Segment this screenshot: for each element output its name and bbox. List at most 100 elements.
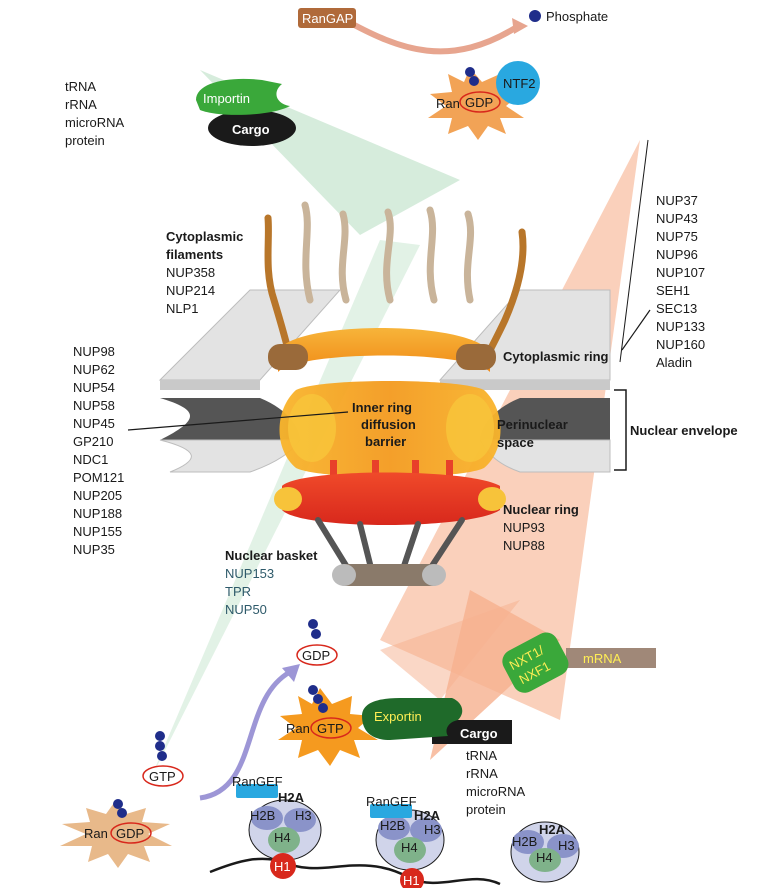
export-cargo-item: tRNA (466, 748, 497, 763)
mrna-strand (566, 648, 656, 668)
ntf2-circle (496, 61, 540, 105)
nuclear-ring-nup: NUP88 (503, 538, 545, 553)
ran-gtp-ran: Ran (286, 721, 310, 736)
export-cargo-item: protein (466, 802, 506, 817)
perinuclear-label: space (497, 435, 534, 450)
inner-ring-pointer (127, 411, 349, 431)
nuclear-envelope-label: Nuclear envelope (630, 423, 738, 438)
basket-nup: NUP50 (225, 602, 267, 617)
cytoplasmic-ring (278, 328, 490, 372)
nuclear-ring-label: Nuclear ring (503, 502, 579, 517)
cyto-ring-nup: NUP37 (656, 193, 698, 208)
gtp-free-label: GTP (149, 769, 176, 784)
histone-h2a: H2A (278, 790, 305, 805)
export-cargo-label: Cargo (460, 726, 498, 741)
ran-gdp-bottom-ran: Ran (84, 826, 108, 841)
gdp-oval-free (296, 644, 338, 666)
inner-ring-spokes (330, 460, 453, 482)
importin-shape (196, 78, 290, 115)
cyto-filaments-nup: NLP1 (166, 301, 199, 316)
cyto-filaments-nup: NUP214 (166, 283, 215, 298)
exportin-label: Exportin (374, 709, 422, 724)
inner-ring-label: Inner ring (352, 400, 412, 415)
phosphate-dot (308, 619, 318, 629)
histone-h4: H4 (401, 840, 418, 855)
perinuclear-label: Perinuclear (497, 417, 568, 432)
inner-ring (279, 381, 501, 477)
phosphate-label: Phosphate (546, 9, 608, 24)
histone-h4: H4 (274, 830, 291, 845)
ran-gdp-top-gdp: GDP (465, 95, 493, 110)
phosphate-dot (469, 76, 479, 86)
inner-ring-nup: POM121 (73, 470, 124, 485)
import-cargo-label: Cargo (232, 122, 270, 137)
mrna-label: mRNA (583, 651, 622, 666)
cyto-ring-nup: NUP43 (656, 211, 698, 226)
cyto-ring-nup: NUP107 (656, 265, 705, 280)
basket-nup: NUP153 (225, 566, 274, 581)
ran-gdp-bottom-gdp: GDP (116, 826, 144, 841)
histone-h3: H3 (558, 838, 575, 853)
inner-ring-nup: NUP45 (73, 416, 115, 431)
cyto-ring-nup: NUP96 (656, 247, 698, 262)
import-cargo-list: tRNA rRNA microRNA protein (65, 79, 125, 148)
inner-ring-nup: NUP98 (73, 344, 115, 359)
nuclear-envelope-bracket (614, 389, 627, 471)
cyto-ring-nup: Aladin (656, 355, 692, 370)
cyto-ring-pointer (621, 309, 651, 351)
export-cargo-list: tRNA rRNA microRNA protein (466, 748, 526, 817)
histone-h4: H4 (536, 850, 553, 865)
rangef-label: RanGEF (232, 774, 283, 789)
phosphate-dot (529, 10, 541, 22)
basket-ring-right (422, 564, 446, 586)
inner-ring-nup: NUP205 (73, 488, 122, 503)
exportin-shape (362, 698, 463, 740)
nuclear-ring-nup: NUP93 (503, 520, 545, 535)
inner-ring-label: diffusion (361, 417, 416, 432)
rangef-box (370, 804, 412, 818)
ran-gdp-top-ran: Ran (436, 96, 460, 111)
cyto-ring-nup: NUP75 (656, 229, 698, 244)
nuclear-ring-knob-right (478, 487, 506, 511)
phosphate-dot (313, 694, 323, 704)
ran-gdp-star-bottom (60, 800, 172, 868)
cyto-ring-nup: SEC13 (656, 301, 697, 316)
inner-ring-nup: NUP188 (73, 506, 122, 521)
histone-h2b: H2B (380, 818, 405, 833)
phosphate-dot (465, 67, 475, 77)
phosphate-dot (155, 731, 165, 741)
cyto-ring-knob-right (456, 344, 496, 370)
cyto-ring-knob-left (268, 344, 308, 370)
cyto-ring-label: Cytoplasmic ring (503, 349, 609, 364)
phosphate-dot (308, 685, 318, 695)
ran-gtp-gtp: GTP (317, 721, 344, 736)
inner-ring-nup: NUP62 (73, 362, 115, 377)
inner-ring-nup: NDC1 (73, 452, 108, 467)
cyto-filaments-nup: NUP358 (166, 265, 215, 280)
nucleosome-3: H2A H2B H3 H4 (510, 821, 580, 883)
inner-ring-label: barrier (365, 434, 406, 449)
nuclear-ring-knob-left (274, 487, 302, 511)
import-cargo-item: rRNA (65, 97, 97, 112)
inner-ring-nup-list: NUP98 NUP62 NUP54 NUP58 NUP45 GP210 NDC1… (73, 344, 124, 557)
inner-ring-nup: NUP155 (73, 524, 122, 539)
rangef-label: RanGEF (366, 794, 417, 809)
import-cargo-item: protein (65, 133, 105, 148)
gtp-oval-free (142, 765, 184, 787)
export-cargo-item: microRNA (466, 784, 526, 799)
inner-ring-nup: NUP58 (73, 398, 115, 413)
phosphate-dot (113, 799, 123, 809)
rangap-arrow (343, 17, 522, 55)
cyto-filaments-title: filaments (166, 247, 223, 262)
inner-ring-nup: NUP54 (73, 380, 115, 395)
rangap-arrow-head (512, 18, 528, 34)
nucleosome-1: RanGEF H2A H2B H3 H4 H1 (232, 774, 322, 879)
cargo-blob-import (208, 110, 296, 146)
inner-ring-lobe-right (446, 394, 494, 462)
rangap-box (298, 8, 356, 28)
nuclear-ring (282, 472, 500, 525)
gdp-free-label: GDP (302, 648, 330, 663)
histone-h2a: H2A (539, 822, 566, 837)
ran-gtp-star (278, 688, 378, 766)
basket-ring-left (332, 564, 356, 586)
